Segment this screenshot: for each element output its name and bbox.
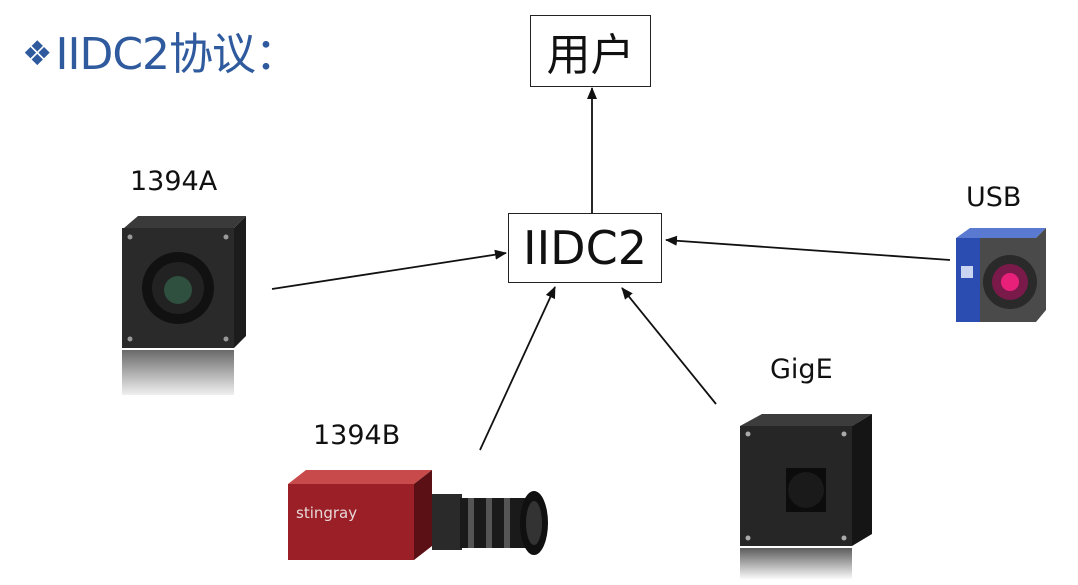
camera-usb-image bbox=[956, 228, 1046, 322]
label-1394b: 1394B bbox=[313, 420, 401, 451]
diamond-bullet-icon: ❖ bbox=[22, 34, 53, 74]
slide-title: ❖IIDC2协议： bbox=[22, 18, 299, 82]
arrow-1394b-to-iidc2 bbox=[479, 286, 556, 451]
iidc2-box: IIDC2 bbox=[508, 213, 662, 283]
label-gige: GigE bbox=[770, 354, 833, 385]
user-box: 用户 bbox=[530, 15, 651, 87]
camera-1394a-image bbox=[110, 216, 255, 400]
camera-1394b-image: stingray bbox=[288, 470, 548, 560]
arrow-gige-to-iidc2 bbox=[621, 287, 717, 405]
arrow-usb-to-iidc2 bbox=[665, 235, 951, 261]
label-usb: USB bbox=[966, 182, 1022, 213]
iidc2-label: IIDC2 bbox=[523, 221, 647, 275]
arrow-1394a-to-iidc2 bbox=[271, 249, 507, 290]
slide-title-text: IIDC2协议： bbox=[55, 29, 299, 80]
camera-gige-image bbox=[738, 414, 876, 580]
label-1394a: 1394A bbox=[130, 166, 218, 197]
stingray-brand-text: stingray bbox=[296, 504, 357, 522]
user-label: 用户 bbox=[546, 30, 635, 81]
